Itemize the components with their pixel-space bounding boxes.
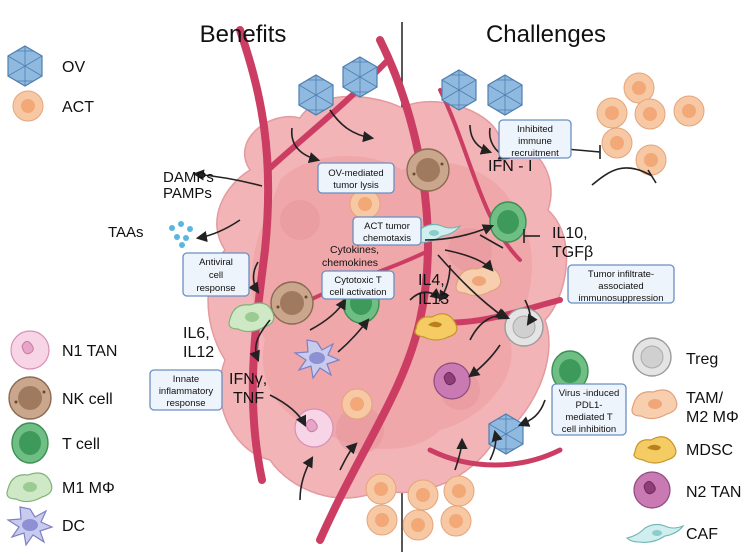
- box-cytotoxic: Cytotoxic T cell activation: [321, 270, 395, 300]
- label-damps: DAMPs: [163, 169, 214, 186]
- box-antiviral: Antiviral cell response: [182, 252, 250, 297]
- legend-tam-label-2: M2 MΦ: [686, 409, 739, 426]
- act-cell-icon: [443, 475, 475, 507]
- svg-text:Virus -induced: Virus -induced: [559, 388, 620, 399]
- heading-benefits: Benefits: [200, 21, 287, 48]
- act-cell-icon: [402, 509, 434, 541]
- taa-particles: [169, 221, 193, 248]
- act-cell-icon: [365, 473, 397, 505]
- n1-tan-icon: [294, 408, 334, 448]
- n2-tan-icon: [433, 362, 471, 400]
- n1-tan-icon: [10, 330, 50, 370]
- virus-icon: [487, 74, 523, 116]
- legend-n2tan-label: N2 TAN: [686, 484, 741, 501]
- act-cell-icon: [601, 127, 633, 159]
- tam-icon: [631, 389, 678, 420]
- label-chemokines: chemokines: [322, 257, 378, 269]
- act-cell-icon: [673, 95, 705, 127]
- svg-text:immune: immune: [518, 136, 552, 147]
- legend-act-label: ACT: [62, 99, 94, 116]
- box-inhibited: Inhibited immune recruitment: [498, 119, 572, 159]
- label-il12: IL12: [183, 344, 214, 361]
- t-cell-icon: [489, 201, 527, 243]
- heading-challenges: Challenges: [486, 21, 606, 48]
- act-cell-icon: [366, 504, 398, 536]
- treg-icon: [632, 337, 672, 377]
- label-tgfb: TGFβ: [552, 244, 593, 261]
- virus-icon: [342, 56, 378, 98]
- svg-text:Cytotoxic T: Cytotoxic T: [334, 275, 382, 286]
- act-cell-icon: [440, 505, 472, 537]
- act-cell-icon: [341, 388, 373, 420]
- caf-icon: [626, 523, 684, 543]
- svg-text:PDL1-: PDL1-: [576, 400, 603, 411]
- svg-text:tumor lysis: tumor lysis: [333, 180, 379, 191]
- nk-cell-icon: [406, 148, 450, 192]
- legend-dc-label: DC: [62, 518, 85, 535]
- svg-text:inflammatory: inflammatory: [159, 386, 214, 397]
- act-cell-icon: [596, 97, 628, 129]
- svg-text:cell: cell: [209, 270, 223, 281]
- nk-cell-icon: [270, 281, 314, 325]
- svg-text:associated: associated: [598, 281, 643, 292]
- label-tnf: TNF: [233, 390, 264, 407]
- svg-text:response: response: [196, 283, 235, 294]
- svg-text:Innate: Innate: [173, 374, 199, 385]
- svg-text:Inhibited: Inhibited: [517, 124, 553, 135]
- legend-ov-label: OV: [62, 59, 85, 76]
- svg-text:recruitment: recruitment: [511, 148, 559, 159]
- legend-nk-label: NK cell: [62, 391, 113, 408]
- mdsc-icon: [633, 436, 677, 464]
- svg-text:immunosuppression: immunosuppression: [578, 293, 663, 304]
- dendritic-cell-icon: [7, 506, 53, 546]
- svg-text:chemotaxis: chemotaxis: [363, 233, 411, 244]
- box-pdl1: Virus -induced PDL1- mediated T cell inh…: [551, 383, 627, 436]
- n2-tan-icon: [633, 471, 671, 509]
- svg-text:OV-mediated: OV-mediated: [328, 168, 383, 179]
- legend-treg-label: Treg: [686, 351, 718, 368]
- legend-n1tan-label: N1 TAN: [62, 343, 117, 360]
- act-cell-icon: [407, 479, 439, 511]
- label-taas: TAAs: [108, 224, 144, 241]
- label-il4: IL4,: [418, 272, 445, 289]
- label-ifng: IFNγ,: [229, 371, 267, 388]
- box-tumor-infiltrate: Tumor infiltrate- associated immunosuppr…: [567, 264, 675, 304]
- box-innate: Innate inflammatory response: [149, 369, 223, 411]
- label-pamps: PAMPs: [163, 185, 212, 202]
- svg-text:Antiviral: Antiviral: [199, 257, 233, 268]
- act-cell-icon: [623, 72, 655, 104]
- legend-m1-label: M1 MΦ: [62, 480, 115, 497]
- legend-mdsc-label: MDSC: [686, 442, 733, 459]
- label-il6: IL6,: [183, 325, 210, 342]
- t-cell-icon: [11, 422, 49, 464]
- svg-text:response: response: [166, 398, 205, 409]
- svg-text:cell activation: cell activation: [329, 287, 386, 298]
- legend-tcell-label: T cell: [62, 436, 100, 453]
- svg-text:cell inhibition: cell inhibition: [562, 424, 616, 435]
- label-cytokines: Cytokines,: [330, 244, 379, 256]
- label-il13: IL13: [418, 291, 449, 308]
- virus-icon: [7, 45, 43, 87]
- legend-tam-label: TAM/: [686, 390, 724, 407]
- box-act-chemotaxis: ACT tumor chemotaxis: [352, 216, 422, 246]
- act-cell-icon: [12, 90, 44, 122]
- act-cell-icon: [634, 98, 666, 130]
- label-ifn1: IFN - I: [488, 158, 532, 175]
- nk-cell-icon: [8, 376, 52, 420]
- m1-macrophage-icon: [6, 472, 53, 503]
- svg-text:Tumor infiltrate-: Tumor infiltrate-: [588, 269, 654, 280]
- box-ov-lysis: OV-mediated tumor lysis: [317, 162, 395, 194]
- treg-icon: [504, 307, 544, 347]
- svg-text:ACT tumor: ACT tumor: [364, 221, 410, 232]
- svg-text:mediated T: mediated T: [565, 412, 613, 423]
- label-il10: IL10,: [552, 225, 588, 242]
- legend-caf-label: CAF: [686, 526, 718, 543]
